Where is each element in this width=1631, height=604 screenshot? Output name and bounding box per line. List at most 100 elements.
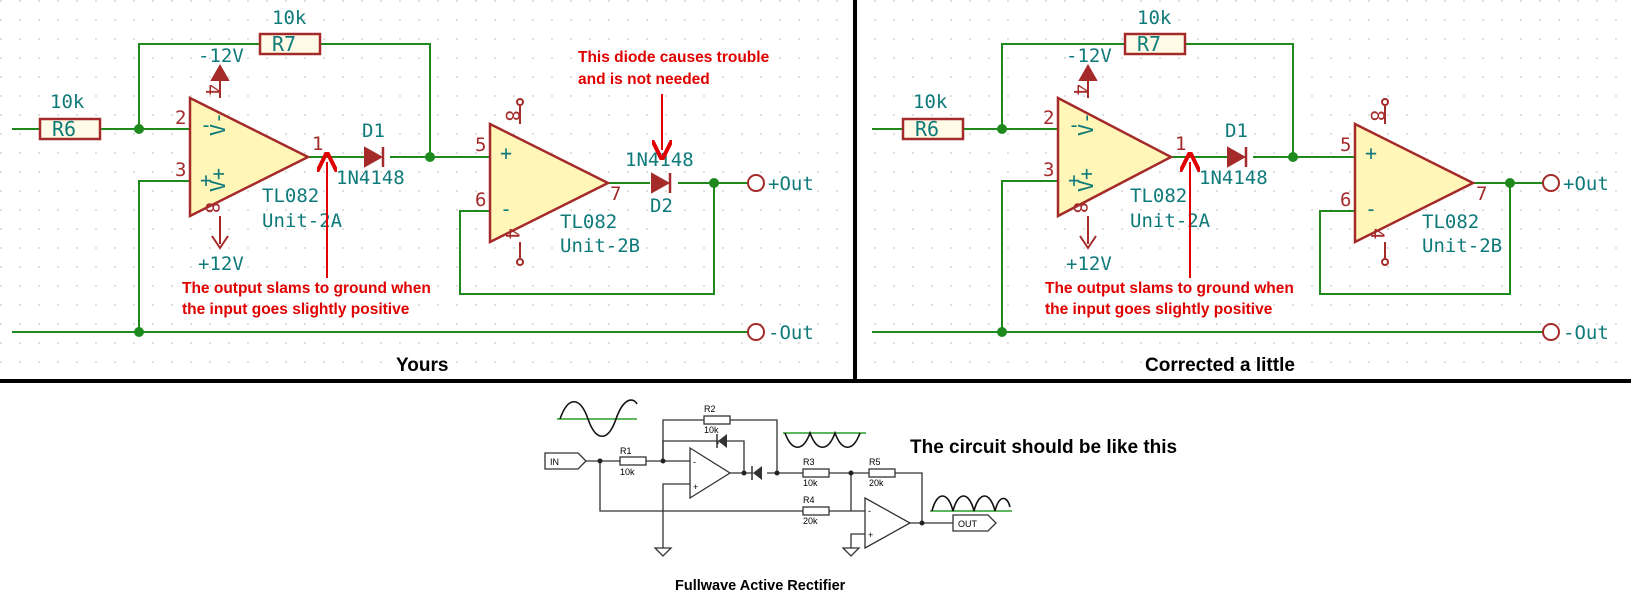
pin-7-right: 7 xyxy=(1476,183,1487,205)
d1-label-right: D1 xyxy=(1225,120,1248,142)
resistor-r5 xyxy=(868,468,896,478)
caption-yours: Yours xyxy=(396,355,448,376)
out-minus-terminal xyxy=(747,323,765,341)
r3-label: R3 xyxy=(803,457,815,467)
left-schematic: R6 10k R7 10k -12V +12V 2 3 4 8 1 - + V-… xyxy=(12,7,814,376)
opamp-u2b xyxy=(488,121,611,245)
u2b-unit: Unit-2B xyxy=(560,235,640,257)
svg-text:+: + xyxy=(1068,168,1080,192)
pin-2: 2 xyxy=(175,107,186,129)
anno-output-line2-right: the input goes slightly positive xyxy=(1045,301,1273,318)
pin-1: 1 xyxy=(312,133,323,155)
d2-label: D2 xyxy=(650,195,673,217)
out-minus-terminal-right xyxy=(1542,323,1560,341)
d1-part: 1N4148 xyxy=(336,167,405,189)
r7-label-right: R7 xyxy=(1137,32,1161,56)
opamp-u2b-right xyxy=(1353,121,1476,245)
out-plus-label: +Out xyxy=(768,173,814,195)
out-port xyxy=(952,514,997,532)
diode-series xyxy=(753,466,762,480)
pin-8b: 8 xyxy=(501,110,523,121)
resistor-r6-right xyxy=(901,117,965,141)
pos-supply-label: +12V xyxy=(198,253,244,275)
r7-value: 10k xyxy=(272,7,307,29)
d2-part: 1N4148 xyxy=(625,149,694,171)
pos-supply-label-right: +12V xyxy=(1066,253,1112,275)
anno-output-line1: The output slams to ground when xyxy=(182,280,431,297)
pin-2-right: 2 xyxy=(1043,107,1054,129)
r6-label: R6 xyxy=(52,117,76,141)
diode-d1-right xyxy=(1227,146,1247,168)
pin-6-right: 6 xyxy=(1340,189,1351,211)
halfwave-wave xyxy=(784,430,861,449)
opamp-a-vplus: V+ xyxy=(206,168,230,192)
r3-value: 10k xyxy=(803,478,818,488)
pin-7: 7 xyxy=(610,183,621,205)
caption-corrected: Corrected a little xyxy=(1145,355,1295,376)
opamp-b-minus: - xyxy=(500,197,512,221)
resistor-r2 xyxy=(703,415,731,425)
anno-diode-line1: This diode causes trouble xyxy=(578,49,770,66)
neg-supply-label-right: -12V xyxy=(1066,45,1112,67)
pin-4-right: 4 xyxy=(1069,84,1091,95)
out-minus-label: -Out xyxy=(768,322,814,344)
r6-value-right: 10k xyxy=(913,91,948,113)
ref-opamp-2-minus: - xyxy=(868,506,871,516)
r5-value: 20k xyxy=(869,478,884,488)
resistor-r1 xyxy=(619,456,647,466)
in-label: IN xyxy=(550,457,559,467)
u2a-unit-right: Unit-2A xyxy=(1130,210,1211,232)
ref-opamp-1-plus: + xyxy=(693,482,698,492)
ref-opamp-1-minus: - xyxy=(693,457,696,467)
pin-4b: 4 xyxy=(501,228,523,239)
input-sine-wave xyxy=(559,399,638,438)
reference-heading: The circuit should be like this xyxy=(910,437,1177,458)
anno-output-line2: the input goes slightly positive xyxy=(182,301,410,318)
opamp-a-plus: + xyxy=(200,168,212,192)
left-grid xyxy=(0,0,850,378)
pin-8-right: 8 xyxy=(1069,202,1091,213)
pin-3-right: 3 xyxy=(1043,159,1054,181)
u2a-unit: Unit-2A xyxy=(262,210,343,232)
right-grid xyxy=(860,0,1631,378)
out-minus-label-right: -Out xyxy=(1563,322,1609,344)
resistor-r7-right xyxy=(1123,32,1187,56)
pin-6: 6 xyxy=(475,189,486,211)
ref-opamp-2-plus: + xyxy=(868,530,873,540)
out-plus-label-right: +Out xyxy=(1563,173,1609,195)
r5-label: R5 xyxy=(869,457,881,467)
opamp-a-minus: - xyxy=(200,113,212,137)
pin-3: 3 xyxy=(175,159,186,181)
r2-value: 10k xyxy=(704,425,719,435)
svg-text:+: + xyxy=(1365,141,1377,165)
pin-5: 5 xyxy=(475,134,486,156)
right-schematic: R6 10k R7 10k -12V +12V 2 3 4 8 1 - + V-… xyxy=(872,7,1609,376)
reference-caption: Fullwave Active Rectifier xyxy=(675,578,846,594)
u2a-part-right: TL082 xyxy=(1130,185,1187,207)
svg-text:V-: V- xyxy=(1074,112,1098,136)
resistor-r4 xyxy=(802,506,830,516)
opamp-u2a xyxy=(188,95,311,219)
r4-label: R4 xyxy=(803,495,815,505)
opamp-u2a-right xyxy=(1056,95,1174,219)
r1-label: R1 xyxy=(620,446,632,456)
r4-value: 20k xyxy=(803,516,818,526)
r1-value: 10k xyxy=(620,467,635,477)
r6-label-right: R6 xyxy=(915,117,939,141)
out-label: OUT xyxy=(958,519,978,529)
r6-value: 10k xyxy=(50,91,85,113)
u2b-part: TL082 xyxy=(560,211,617,233)
anno-diode-line2: and is not needed xyxy=(578,71,710,88)
svg-text:V+: V+ xyxy=(1074,168,1098,192)
u2a-part: TL082 xyxy=(262,185,319,207)
pin-8: 8 xyxy=(201,202,223,213)
out-plus-terminal xyxy=(747,174,765,192)
resistor-r6 xyxy=(38,117,102,141)
reference-circuit: IN OUT R1 10k R2 10k xyxy=(544,399,1177,594)
svg-text:-: - xyxy=(1068,113,1080,137)
u2b-part-right: TL082 xyxy=(1422,211,1479,233)
u2b-unit-right: Unit-2B xyxy=(1422,235,1502,257)
pin-4b-right: 4 xyxy=(1366,228,1388,239)
r7-label: R7 xyxy=(272,32,296,56)
